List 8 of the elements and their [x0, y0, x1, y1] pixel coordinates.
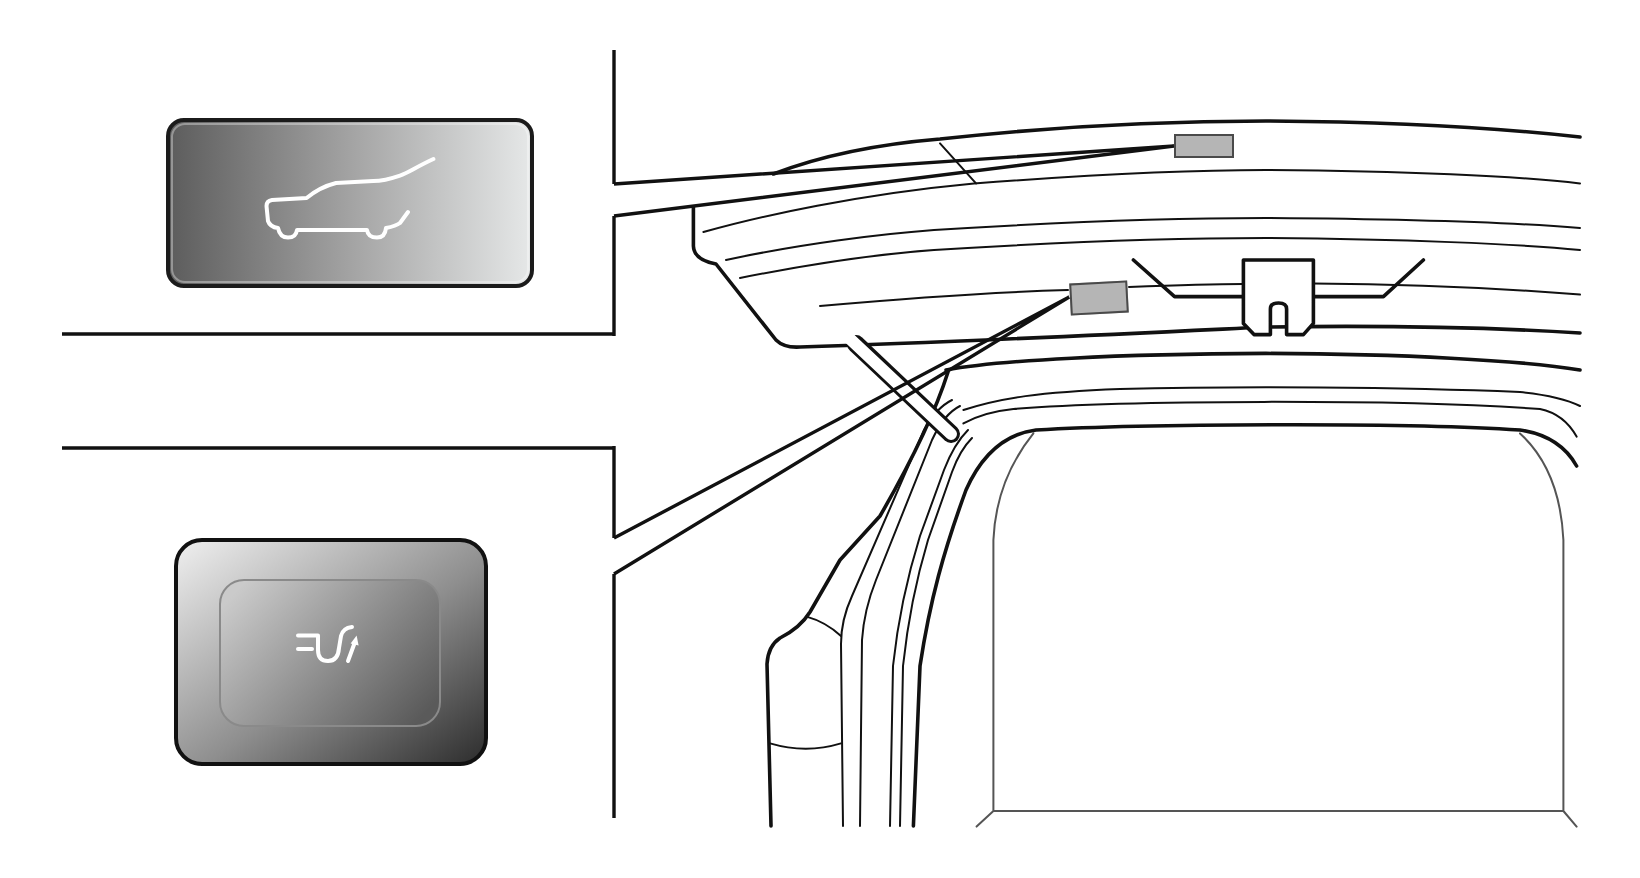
- tailgate-button: [166, 118, 534, 288]
- tailgate-button: [174, 538, 488, 766]
- location-marker: [1174, 134, 1234, 158]
- callout-frame: [62, 446, 616, 818]
- leader-line: [612, 295, 1071, 576]
- leader-line: [612, 144, 1176, 218]
- callout-frame: [62, 50, 616, 336]
- location-marker: [1069, 279, 1129, 315]
